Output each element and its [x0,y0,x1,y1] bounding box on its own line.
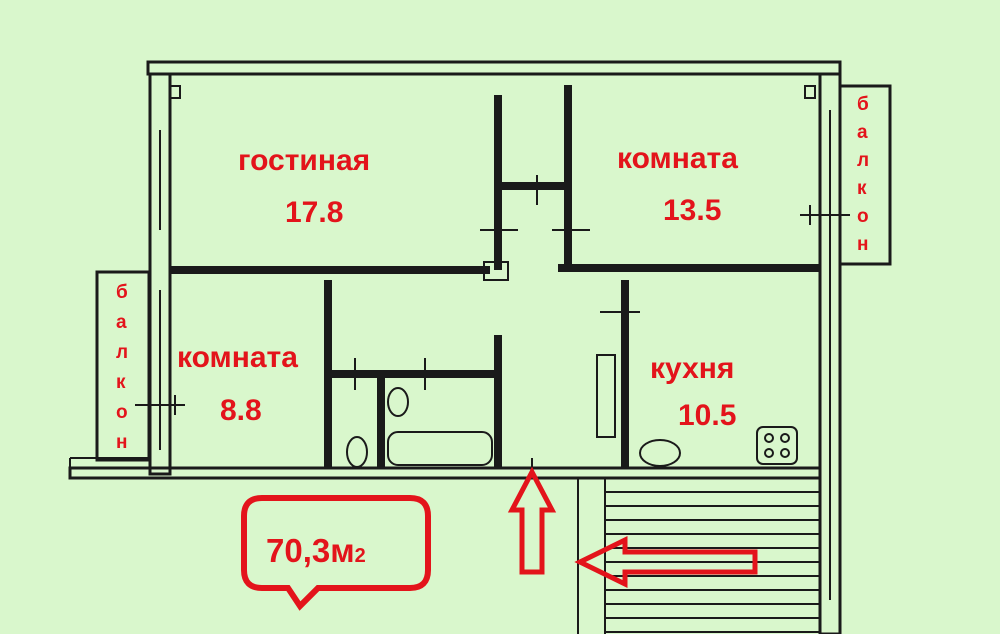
outer-walls [68,60,842,634]
room-living-name: гостиная [238,144,370,177]
svg-text:а: а [857,122,868,143]
room-living-area: 17.8 [285,196,343,229]
svg-text:к: к [116,372,126,393]
sink-icon [639,439,681,467]
room-bedroom1-name: комната [617,142,738,175]
svg-text:н: н [857,234,868,255]
total-area: 70,3м2 [266,532,366,569]
svg-text:л: л [857,150,869,171]
interior-walls [169,85,820,478]
total-area-callout [241,495,431,611]
balcony-left [95,270,151,462]
staircase [577,478,820,634]
balcony-right-label: б а л к о н [857,94,869,255]
svg-text:о: о [116,402,128,423]
stairs-arrow-icon [574,535,758,589]
svg-text:б: б [116,282,128,303]
room-bedroom2-area: 8.8 [220,394,262,427]
svg-text:л: л [116,342,128,363]
svg-text:б: б [857,94,869,115]
balcony-right [838,84,892,266]
toilet-icon [346,436,368,468]
room-kitchen-area: 10.5 [678,399,736,432]
bathtub-icon [387,431,493,466]
room-kitchen-name: кухня [650,352,734,385]
svg-text:к: к [857,178,867,199]
balcony-left-label: б а л к о н [116,282,128,453]
stove-icon [756,426,798,465]
room-bedroom1-area: 13.5 [663,194,721,227]
entrance-arrow-icon [507,466,557,575]
washbasin-icon [387,387,409,417]
fridge-icon [596,354,616,438]
svg-text:о: о [857,206,869,227]
room-bedroom2-name: комната [177,341,298,374]
svg-text:н: н [116,432,127,453]
svg-text:а: а [116,312,127,333]
